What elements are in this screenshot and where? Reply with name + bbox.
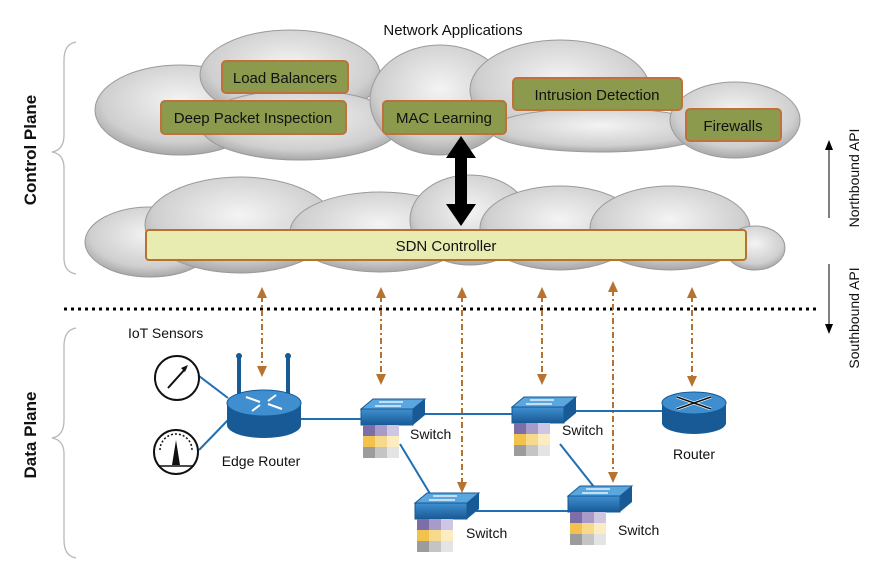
southbound-link-switch-4 bbox=[608, 281, 618, 483]
edge-router-label: Edge Router bbox=[222, 453, 301, 469]
controller-cloud bbox=[84, 174, 786, 278]
meter-sensor-icon bbox=[153, 429, 199, 475]
northbound-api-label: Northbound API bbox=[846, 129, 862, 228]
app-firewalls-label: Firewalls bbox=[703, 118, 762, 135]
data-plane-label: Data Plane bbox=[21, 392, 40, 479]
router-label: Router bbox=[673, 446, 715, 462]
app-load-balancers: Load Balancers bbox=[221, 60, 349, 94]
control-plane-label: Control Plane bbox=[21, 95, 40, 206]
app-mac-learning: MAC Learning bbox=[382, 100, 507, 135]
network-links bbox=[198, 375, 666, 512]
northbound-link-arrow bbox=[446, 136, 476, 226]
southbound-link-switch-2 bbox=[537, 287, 547, 385]
app-deep-packet-inspection: Deep Packet Inspection bbox=[160, 100, 347, 135]
sdn-controller-label: SDN Controller bbox=[396, 238, 497, 255]
router-icon bbox=[661, 391, 727, 434]
gauge-sensor-icon bbox=[154, 355, 200, 401]
southbound-link-router bbox=[687, 287, 697, 387]
southbound-api-indicator bbox=[825, 264, 833, 334]
switch-3-icon bbox=[414, 492, 480, 553]
app-firewalls: Firewalls bbox=[685, 108, 782, 142]
sdn-controller: SDN Controller bbox=[145, 229, 747, 261]
app-load-balancers-label: Load Balancers bbox=[233, 70, 337, 87]
iot-sensors-label: IoT Sensors bbox=[128, 325, 203, 341]
switch-2-label: Switch bbox=[562, 422, 603, 438]
edge-router-icon bbox=[226, 353, 302, 438]
app-deep-packet-inspection-label: Deep Packet Inspection bbox=[174, 110, 332, 127]
southbound-link-edge-router bbox=[257, 287, 267, 377]
northbound-api-indicator bbox=[825, 140, 833, 218]
control-plane-brace bbox=[51, 41, 77, 275]
app-mac-learning-label: MAC Learning bbox=[396, 110, 492, 127]
southbound-api-label: Southbound API bbox=[846, 267, 862, 368]
switch-3-label: Switch bbox=[466, 525, 507, 541]
data-plane-brace bbox=[51, 327, 77, 559]
switch-4-label: Switch bbox=[618, 522, 659, 538]
app-intrusion-detection: Intrusion Detection bbox=[512, 77, 683, 111]
diagram-title: Network Applications bbox=[383, 22, 522, 39]
app-intrusion-detection-label: Intrusion Detection bbox=[534, 87, 659, 104]
southbound-links bbox=[257, 281, 697, 493]
southbound-link-switch-3 bbox=[457, 287, 467, 493]
switch-1-label: Switch bbox=[410, 426, 451, 442]
southbound-link-switch-1 bbox=[376, 287, 386, 385]
